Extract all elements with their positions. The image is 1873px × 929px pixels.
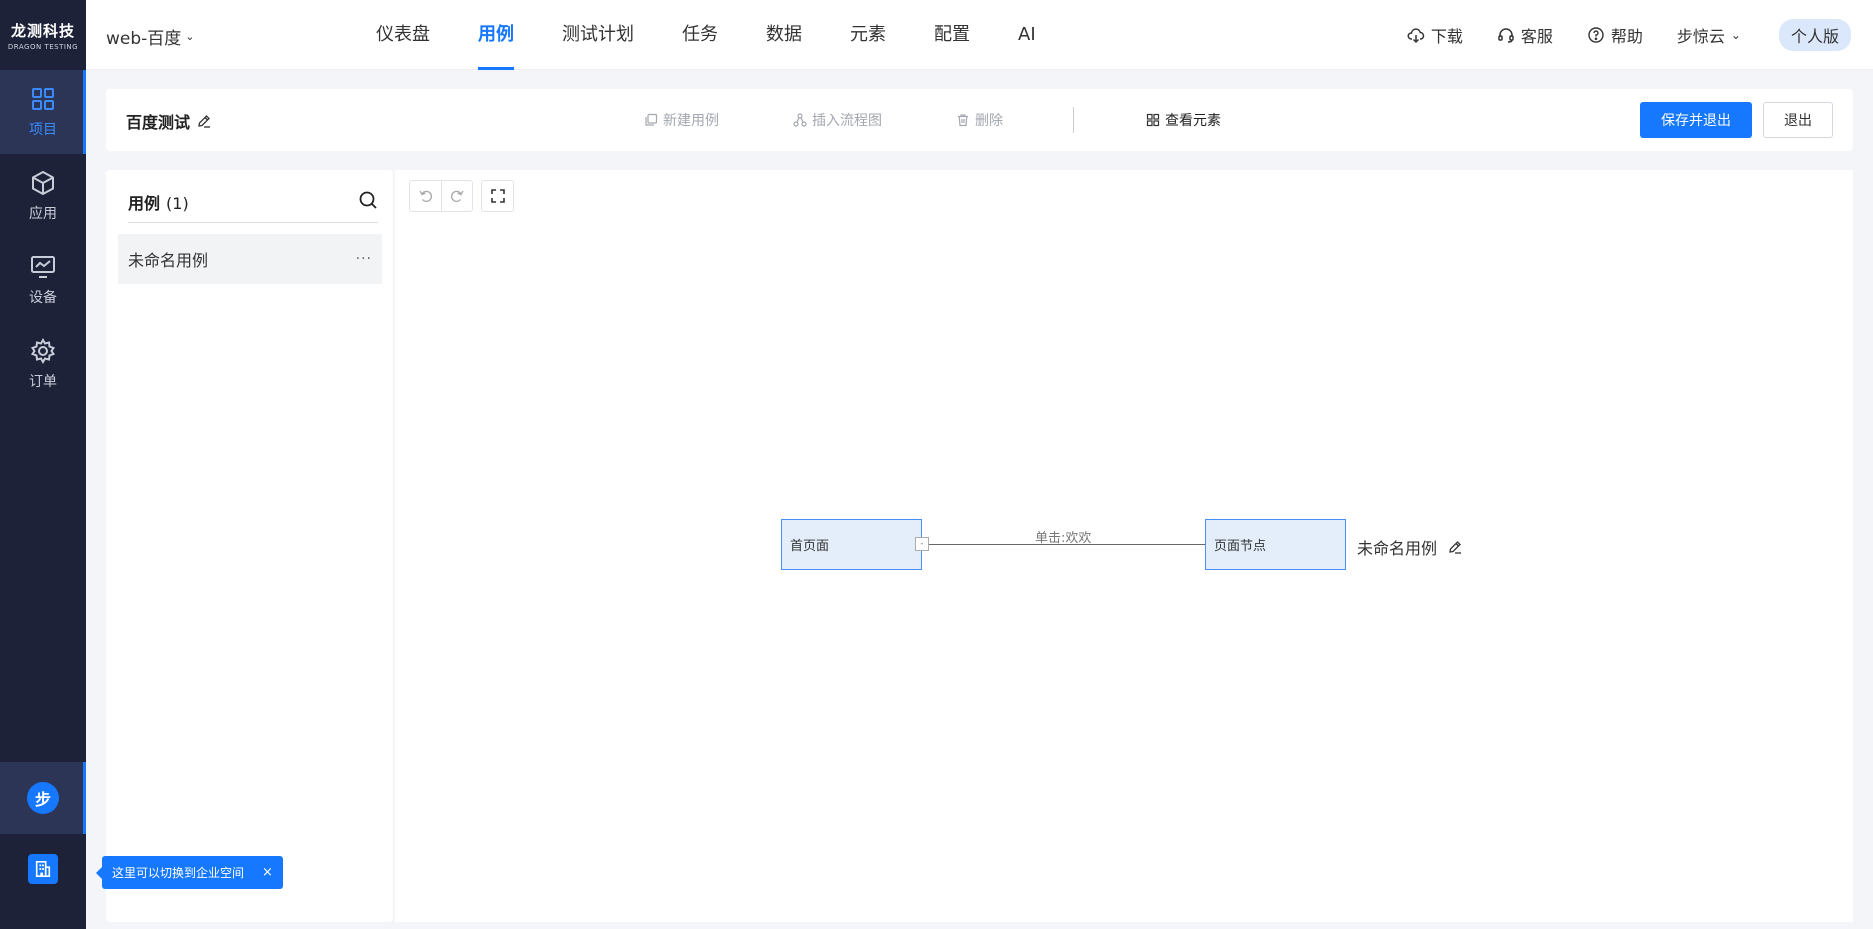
main-tabs: 仪表盘 用例 测试计划 任务 数据 元素 配置 AI: [376, 0, 1084, 70]
redo-button[interactable]: [441, 181, 472, 211]
tab-test-plan[interactable]: 测试计划: [562, 24, 634, 45]
insert-flow-button[interactable]: 插入流程图: [793, 110, 882, 130]
save-and-exit-button[interactable]: 保存并退出: [1640, 102, 1752, 138]
redo-icon: [450, 190, 464, 202]
service-label: 客服: [1520, 27, 1553, 46]
enterprise-space-switch[interactable]: [0, 838, 86, 900]
flow-canvas[interactable]: 首页面 - 单击:欢欢 页面节点 未命名用例: [395, 170, 1853, 922]
flow-name-text: 未命名用例: [1357, 539, 1438, 558]
sidebar-item-label: 设备: [29, 290, 57, 306]
chevron-down-icon: ⌄: [1730, 28, 1741, 42]
toolbar-divider: [1073, 107, 1074, 133]
new-case-label: 新建用例: [663, 113, 719, 129]
collapse-toggle[interactable]: -: [915, 537, 929, 551]
logo: 龙测科技 DRAGON TESTING: [0, 0, 86, 70]
enterprise-switch-tooltip: 这里可以切换到企业空间 ×: [96, 856, 283, 889]
case-list-title-text: 用例: [128, 194, 161, 213]
close-icon[interactable]: ×: [262, 865, 273, 880]
sidebar-item-label: 订单: [29, 374, 57, 390]
toolbar-actions: 新建用例 插入流程图 删除 查看元素: [644, 89, 1295, 151]
plan-badge[interactable]: 个人版: [1778, 19, 1851, 51]
top-nav: web-百度 ⌄ 仪表盘 用例 测试计划 任务 数据 元素 配置 AI 下载 客…: [86, 0, 1873, 70]
edit-icon[interactable]: [196, 113, 212, 129]
tooltip-text: 这里可以切换到企业空间: [112, 866, 245, 880]
gear-icon: [30, 337, 56, 365]
flow-edge[interactable]: [929, 544, 1205, 545]
tab-dashboard[interactable]: 仪表盘: [376, 24, 430, 45]
help-link[interactable]: 帮助: [1587, 23, 1643, 47]
question-icon: [1588, 27, 1604, 43]
insert-flow-label: 插入流程图: [812, 113, 882, 129]
sidebar-item-devices[interactable]: 设备: [0, 238, 86, 322]
download-link[interactable]: 下载: [1407, 23, 1463, 47]
tab-data[interactable]: 数据: [766, 24, 802, 45]
user-name: 步惊云: [1676, 27, 1725, 46]
sidebar-item-apps[interactable]: 应用: [0, 154, 86, 238]
undo-icon: [418, 190, 432, 202]
cloud-download-icon: [1407, 28, 1425, 44]
undo-button[interactable]: [410, 181, 441, 211]
avatar: 步: [27, 782, 59, 814]
list-item[interactable]: 未命名用例 ···: [118, 234, 382, 284]
logo-text: 龙测科技: [10, 21, 75, 40]
case-name: 未命名用例: [128, 251, 209, 270]
edge-label: 单击:欢欢: [1035, 531, 1092, 546]
exit-button[interactable]: 退出: [1763, 102, 1833, 138]
flow-node-page[interactable]: 页面节点: [1205, 519, 1346, 570]
copy-icon: [645, 113, 658, 126]
apps-grid-icon: [1146, 113, 1160, 127]
view-elements-label: 查看元素: [1165, 113, 1221, 129]
monitor-icon: [31, 256, 55, 278]
help-label: 帮助: [1610, 27, 1643, 46]
case-list-header: 用例 (1): [128, 190, 378, 223]
left-sidebar: 龙测科技 DRAGON TESTING 项目 应用 设备 订单 步: [0, 0, 86, 929]
header-actions: 下载 客服 帮助 步惊云 ⌄ 个人版: [1373, 0, 1851, 70]
user-menu[interactable]: 步惊云 ⌄: [1677, 23, 1741, 47]
case-toolbar: 百度测试 新建用例 插入流程图 删除 查看: [106, 89, 1853, 151]
project-name: web-百度: [106, 29, 182, 49]
delete-button[interactable]: 删除: [956, 110, 1003, 130]
tab-config[interactable]: 配置: [934, 24, 970, 45]
case-list-title: 用例 (1): [128, 190, 189, 214]
download-label: 下载: [1430, 27, 1463, 46]
tab-tasks[interactable]: 任务: [682, 24, 718, 45]
trash-icon: [958, 114, 968, 127]
project-title: 百度测试: [126, 113, 191, 132]
flowchart-icon: [793, 113, 807, 127]
headset-icon: [1498, 28, 1514, 43]
case-list-panel: 用例 (1) 未命名用例 ···: [106, 170, 393, 922]
chevron-down-icon: ⌄: [185, 30, 195, 43]
service-link[interactable]: 客服: [1497, 23, 1553, 47]
flow-node-home[interactable]: 首页面: [781, 519, 922, 570]
logo-subtext: DRAGON TESTING: [7, 42, 79, 51]
more-icon[interactable]: ···: [355, 251, 372, 267]
fullscreen-icon: [490, 189, 505, 203]
page-title: 百度测试: [126, 109, 212, 133]
new-case-button[interactable]: 新建用例: [644, 110, 719, 130]
grid-icon: [32, 88, 54, 110]
search-icon[interactable]: [358, 190, 378, 210]
history-controls: [409, 180, 473, 212]
box-icon: [32, 170, 54, 196]
project-selector[interactable]: web-百度 ⌄: [106, 24, 195, 49]
edit-icon[interactable]: [1447, 539, 1463, 555]
tab-cases[interactable]: 用例: [478, 0, 514, 70]
sidebar-item-orders[interactable]: 订单: [0, 322, 86, 406]
sidebar-item-label: 应用: [29, 206, 57, 222]
personal-space-switch[interactable]: 步: [0, 762, 86, 834]
sidebar-item-label: 项目: [29, 122, 57, 138]
tab-elements[interactable]: 元素: [850, 24, 886, 45]
case-count: (1): [166, 194, 189, 213]
building-icon: [28, 854, 58, 884]
sidebar-item-projects[interactable]: 项目: [0, 70, 86, 154]
fullscreen-button[interactable]: [481, 180, 514, 212]
tab-ai[interactable]: AI: [1018, 24, 1036, 45]
delete-label: 删除: [975, 113, 1003, 129]
view-elements-button[interactable]: 查看元素: [1146, 110, 1221, 130]
canvas-controls: [409, 180, 514, 212]
flow-name: 未命名用例: [1357, 535, 1463, 559]
